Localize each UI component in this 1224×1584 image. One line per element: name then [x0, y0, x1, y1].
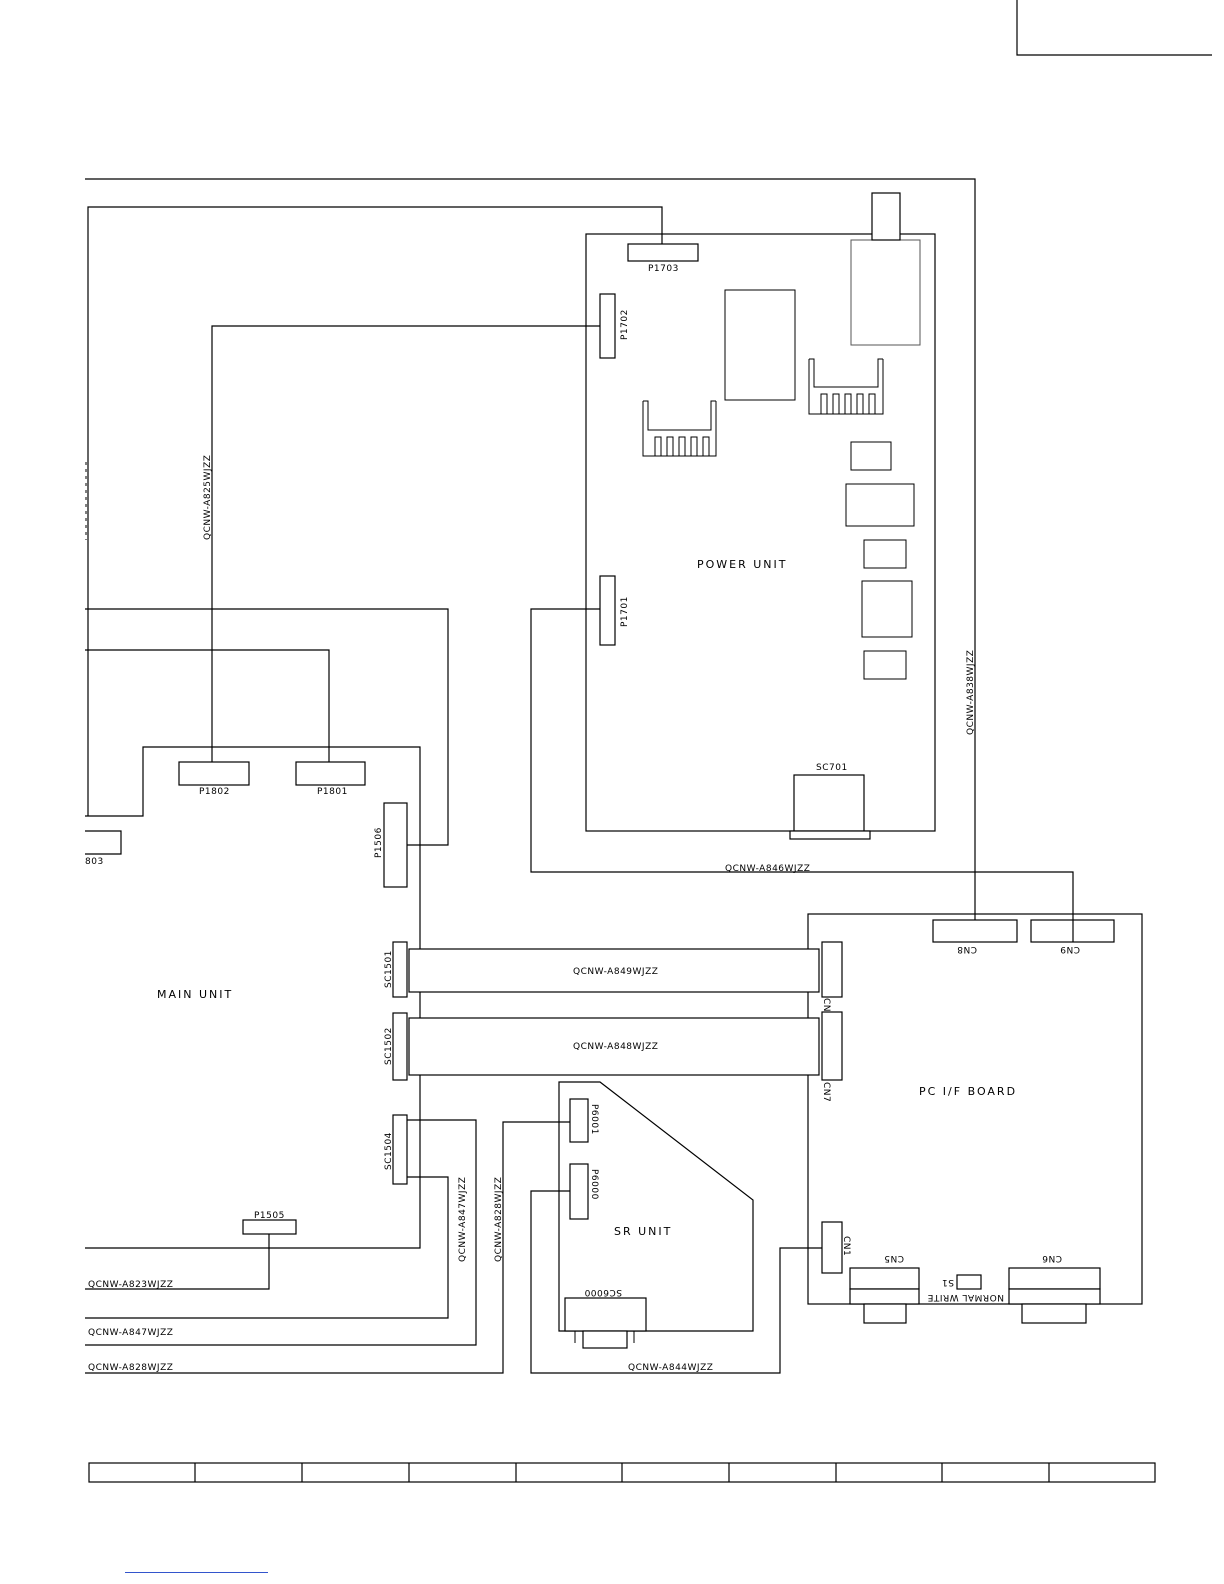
hyperlink-underline[interactable]	[125, 1572, 268, 1573]
cable-a844	[530, 1190, 822, 1374]
cable-a825	[211, 325, 600, 762]
ic-block-large	[724, 289, 796, 401]
label-p6001: P6001	[589, 1104, 599, 1135]
connector-p1702	[599, 293, 616, 359]
connector-cn1	[821, 1221, 843, 1274]
connector-p6000	[569, 1163, 589, 1220]
switch-s1	[956, 1274, 982, 1290]
label-p1803: 803	[85, 857, 104, 867]
label-sc1502: SC1502	[384, 1027, 394, 1065]
label-cable-a825: QCNW-A825WJZZ	[203, 455, 213, 540]
connector-p1802	[178, 761, 250, 786]
label-cable-a844: QCNW-A844WJZZ	[628, 1363, 713, 1373]
component-5	[863, 650, 907, 680]
heatsink-right	[808, 358, 884, 415]
connector-p1803	[85, 830, 122, 855]
label-cable-a847: QCNW-A847WJZZ	[88, 1328, 173, 1338]
label-p6000: P6000	[589, 1169, 599, 1200]
cable-a823	[85, 1234, 270, 1290]
connector-sc1501	[392, 941, 408, 998]
label-sc1501: SC1501	[384, 950, 394, 988]
label-normal-write: NORMAL WRITE	[927, 1292, 1004, 1302]
cable-p1801	[85, 649, 330, 762]
connector-sc1502	[392, 1012, 408, 1081]
component-3	[863, 539, 907, 569]
connector-p1505	[242, 1219, 297, 1235]
cable-a846	[530, 608, 1074, 942]
label-cn8: CN8	[957, 944, 977, 954]
cable-a847-return	[85, 1119, 477, 1346]
label-p1702: P1702	[620, 309, 630, 340]
label-sc701: SC701	[816, 763, 848, 773]
connector-cn5-body	[849, 1267, 920, 1290]
label-cable-a849: QCNW-A849WJZZ	[573, 967, 658, 977]
label-s1: S1	[942, 1277, 954, 1287]
label-p1505: P1505	[254, 1211, 285, 1221]
connector-p6001	[569, 1098, 589, 1143]
connector-sc701-flange	[789, 830, 871, 840]
power-unit-board	[585, 233, 936, 832]
label-p1701: P1701	[620, 596, 630, 627]
label-cn1: CN1	[841, 1236, 851, 1256]
label-cable-a823: QCNW-A823WJZZ	[88, 1280, 173, 1290]
connector-cn8	[932, 919, 1018, 943]
cable-a848	[408, 1017, 820, 1076]
cable-a847	[85, 1176, 449, 1319]
label-cn7: CN7	[821, 1082, 831, 1102]
label-cable-a846: QCNW-A846WJZZ	[725, 864, 810, 874]
main-unit-label: MAIN UNIT	[157, 988, 233, 1001]
pc-if-board-label: PC I/F BOARD	[919, 1085, 1017, 1098]
connector-sc6000-port	[582, 1330, 628, 1349]
component-4	[861, 580, 913, 638]
connector-sc701	[793, 774, 865, 832]
label-cable-a828-vertical: QCNW-A828WJZZ	[494, 1177, 504, 1262]
cable-p1703	[87, 206, 663, 816]
label-cable-a848: QCNW-A848WJZZ	[573, 1042, 658, 1052]
connector-sc1504	[392, 1114, 408, 1185]
label-p1703: P1703	[648, 264, 679, 274]
connector-cn5-port	[863, 1303, 907, 1324]
connector-cn7	[821, 1011, 843, 1081]
cable-a849	[408, 948, 820, 993]
heatsink-left	[642, 400, 717, 457]
connector-cn6-lower-port	[1021, 1303, 1087, 1324]
label-cn6-lower: CN6	[1042, 1253, 1062, 1263]
label-p1802: P1802	[199, 787, 230, 797]
sr-unit-label: SR UNIT	[614, 1225, 672, 1238]
connector-cn6-lower-shell	[1008, 1288, 1101, 1305]
connector-p1506	[383, 802, 408, 888]
connector-p1801	[295, 761, 366, 786]
connector-cn6-lower-body	[1008, 1267, 1101, 1290]
cable-a828	[85, 1121, 570, 1374]
zone-strip	[88, 1462, 1156, 1483]
label-sc6000: SC6000	[584, 1287, 622, 1297]
sr-unit-board	[558, 1081, 754, 1332]
power-unit-label: POWER UNIT	[697, 558, 788, 571]
cable-p1506	[85, 608, 449, 846]
connector-p1701	[599, 575, 616, 646]
label-p1506: P1506	[374, 827, 384, 858]
connector-sc6000-pins	[574, 1331, 635, 1343]
component-2	[845, 483, 915, 527]
connector-cn6	[821, 941, 843, 998]
title-block-frame	[1016, 0, 1212, 56]
connector-p1703	[627, 243, 699, 262]
connector-sc6000	[564, 1297, 647, 1332]
pc-if-board	[807, 913, 1143, 1305]
main-unit-board	[85, 746, 421, 1249]
label-cable-a847-vertical: QCNW-A847WJZZ	[458, 1177, 468, 1262]
cable-a838	[85, 178, 976, 920]
label-sc1504: SC1504	[384, 1132, 394, 1170]
label-p1801: P1801	[317, 787, 348, 797]
power-inlet	[871, 192, 901, 241]
label-cn5: CN5	[884, 1253, 904, 1263]
label-cn9: CN9	[1060, 944, 1080, 954]
label-cn6: CN6	[821, 998, 831, 1018]
connector-cn5-shell	[849, 1288, 920, 1305]
label-cable-a838: QCNW-A838WJZZ	[966, 650, 976, 735]
component-1	[850, 441, 892, 471]
label-cable-a828: QCNW-A828WJZZ	[88, 1363, 173, 1373]
